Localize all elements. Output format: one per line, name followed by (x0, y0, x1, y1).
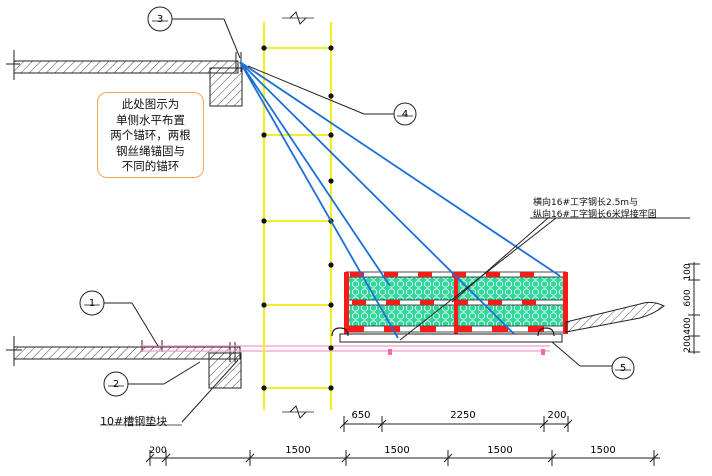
dim-2250: 2250 (450, 410, 475, 421)
marker-1: 1 (79, 290, 159, 347)
upper-dimension-line (339, 416, 573, 432)
callout-line: 单侧水平布置 (116, 112, 185, 127)
callout-line: 钢丝绳锚固与 (116, 143, 185, 158)
marker-5: 5 (551, 341, 635, 380)
marker-4: 4 (247, 65, 417, 126)
marker-2: 2 (103, 361, 201, 397)
beam-note-line-1: 横向16#工字钢长2.5m与 (533, 198, 639, 208)
marker-3: 3 (147, 6, 241, 59)
dim-1500-c: 1500 (487, 445, 512, 456)
lower-floor-slab (6, 336, 242, 389)
channel-pad-leader (181, 359, 239, 423)
callout-line: 此处图示为 (121, 97, 180, 111)
dim-1500-a: 1500 (285, 445, 310, 456)
beam-note-line-2: 纵向16#工字钢长6米焊接牢固 (533, 210, 657, 220)
dim-v-200: 200 (683, 335, 693, 352)
callout-line: 两个锚环，两根 (110, 128, 191, 142)
beam-note-leaders (399, 217, 690, 341)
callout-line: 不同的锚环 (121, 159, 180, 173)
steel-wire-ropes (239, 61, 561, 339)
marker-2-label: 2 (113, 379, 119, 390)
marker-5-label: 5 (620, 363, 626, 374)
vertical-dimension-line (688, 262, 700, 354)
dim-200-lower: 200 (149, 446, 166, 456)
dim-1500-d: 1500 (590, 445, 615, 456)
dim-650: 650 (351, 410, 370, 421)
upper-floor-slab (6, 50, 243, 107)
marker-1-label: 1 (89, 298, 95, 309)
marker-3-label: 3 (157, 14, 163, 25)
channel-pad-label: 10#槽钢垫块 (100, 415, 168, 428)
dim-v-100: 100 (683, 263, 693, 280)
lower-dimension-line (145, 450, 660, 466)
anchor-note-callout: 此处图示为 单侧水平布置 两个锚环，两根 钢丝绳锚固与 不同的锚环 (97, 92, 204, 178)
marker-4-label: 4 (402, 109, 408, 120)
unloading-platform (331, 271, 665, 343)
dim-v-400: 400 (683, 317, 693, 334)
dim-200-upper: 200 (547, 410, 566, 421)
scaffold (261, 11, 334, 419)
dim-v-600: 600 (683, 289, 693, 306)
dim-1500-b: 1500 (384, 445, 409, 456)
channel-pad-beam (140, 345, 550, 355)
